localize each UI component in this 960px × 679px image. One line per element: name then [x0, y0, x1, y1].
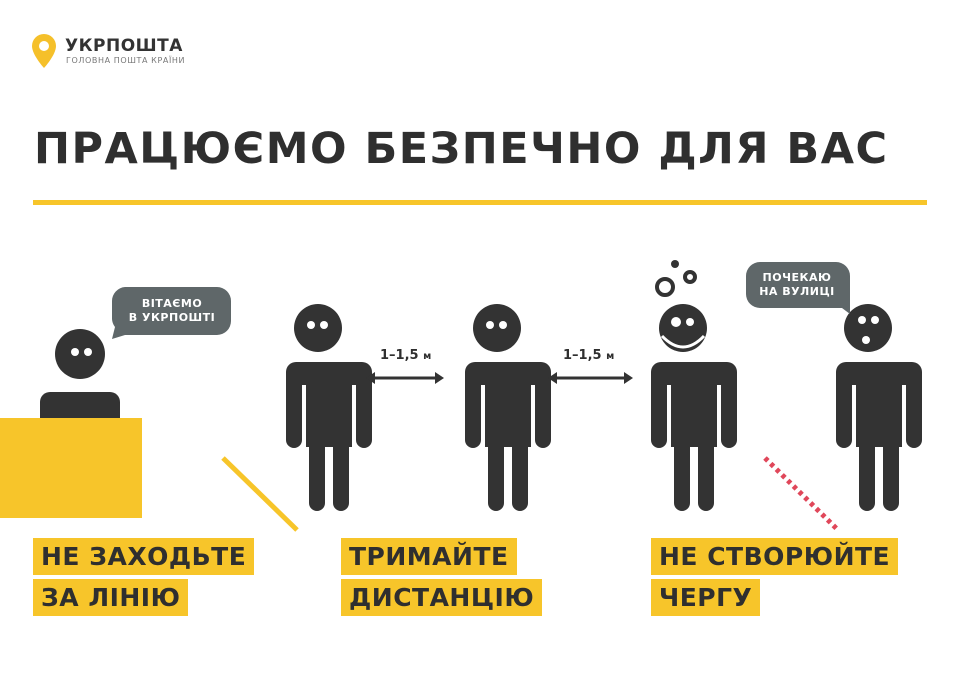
rule-1-line-2: ЗА ЛІНІЮ — [33, 579, 189, 616]
counter — [0, 418, 142, 518]
distance-arrow-2 — [548, 372, 633, 384]
logo-pin-icon — [32, 34, 56, 68]
distance-arrow-1 — [366, 372, 444, 384]
person-masked — [639, 304, 737, 511]
bubble-line: ПОЧЕКАЮ — [762, 271, 832, 284]
logo-name: УКРПОШТА — [65, 36, 183, 56]
rule-2-line-1: ТРИМАЙТЕ — [341, 538, 517, 575]
floor-line-yellow — [221, 456, 299, 532]
bubble-line: ВІТАЄМО — [141, 297, 203, 310]
rule-3-line-2: ЧЕРГУ — [651, 579, 761, 616]
bubble-line: НА ВУЛИЦІ — [759, 285, 835, 298]
speech-bubble-outside — [746, 262, 850, 314]
bubble-line: В УКРПОШТІ — [128, 311, 216, 324]
distance-label-1: 1–1,5 м — [380, 348, 432, 363]
rule-1-line-1: НЕ ЗАХОДЬТЕ — [33, 538, 255, 575]
mask-icon — [660, 334, 706, 349]
person-2 — [453, 304, 551, 511]
rule-3-line-1: НЕ СТВОРЮЙТЕ — [651, 538, 899, 575]
person-outside — [824, 304, 922, 511]
speech-bubble-clerk — [111, 287, 231, 339]
page-title: ПРАЦЮЄМО БЕЗПЕЧНО ДЛЯ ВАС — [34, 124, 889, 174]
person-1 — [274, 304, 372, 511]
anxiety-bubbles-icon — [655, 270, 697, 297]
title-divider — [33, 200, 927, 205]
bubble-text-clerk: ВІТАЄМО В УКРПОШТІ — [118, 297, 226, 325]
bubble-text-outside: ПОЧЕКАЮ НА ВУЛИЦІ — [748, 271, 846, 299]
clerk-figure — [40, 329, 120, 422]
logo-tagline: ГОЛОВНА ПОШТА КРАЇНИ — [66, 56, 186, 65]
floor-line-dotted — [763, 456, 840, 532]
distance-label-2: 1–1,5 м — [563, 348, 615, 363]
rule-2-line-2: ДИСТАНЦІЮ — [341, 579, 543, 616]
